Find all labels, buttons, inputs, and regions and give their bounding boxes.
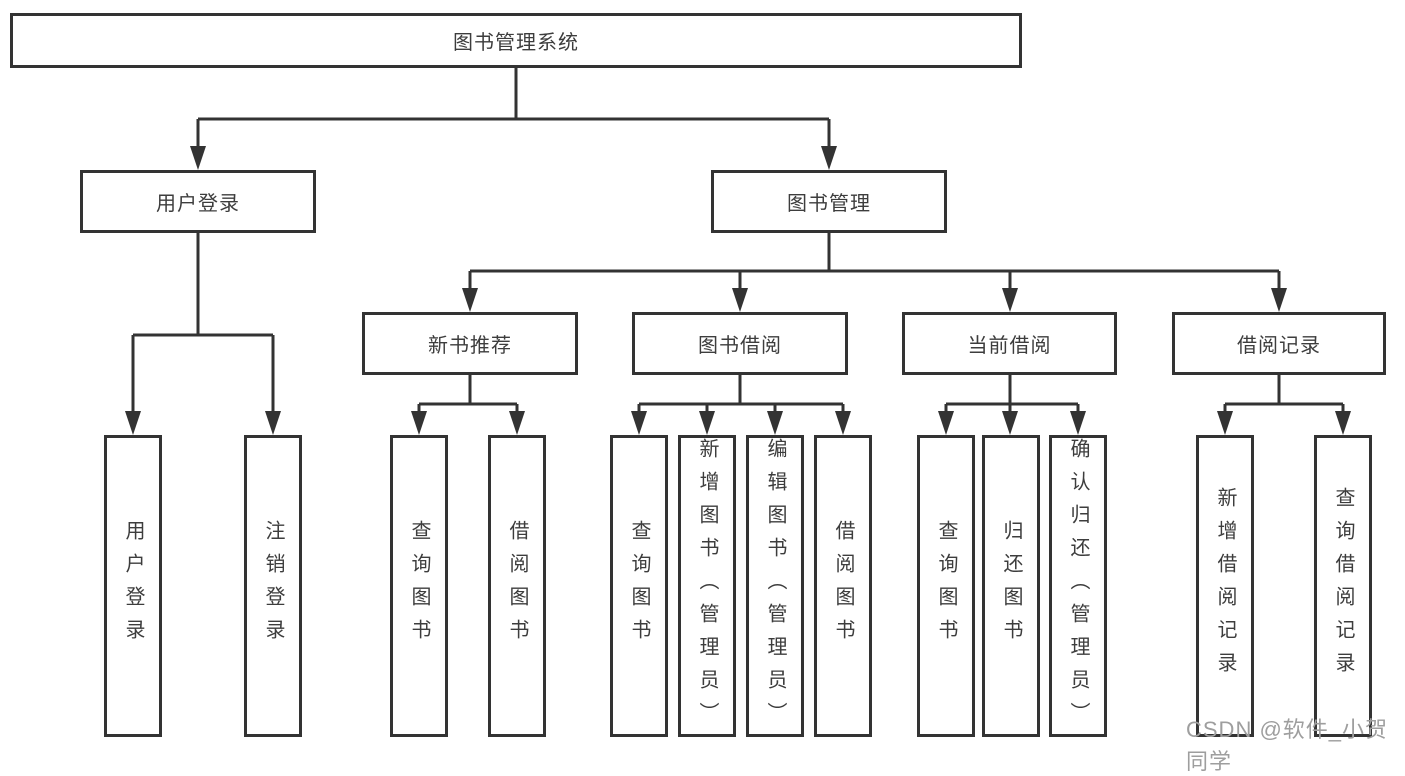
arrowhead-icon <box>1271 288 1287 312</box>
node-new-book-recommendation: 新书推荐 <box>362 312 578 375</box>
diagram-canvas: { "nodes": { "root": "图书管理系统", "user_log… <box>10 13 1388 774</box>
arrowhead-icon <box>835 411 851 435</box>
node-leaf-query-borrow-record: 查询借阅记录 <box>1314 435 1372 737</box>
node-leaf-add-borrow-record: 新增借阅记录 <box>1196 435 1254 737</box>
node-user-login: 用户登录 <box>80 170 316 233</box>
arrowheads <box>125 146 1351 435</box>
arrowhead-icon <box>938 411 954 435</box>
node-borrowing-records: 借阅记录 <box>1172 312 1386 375</box>
arrowhead-icon <box>767 411 783 435</box>
node-current-borrowing: 当前借阅 <box>902 312 1117 375</box>
node-leaf-logout: 注销登录 <box>244 435 302 737</box>
node-book-management: 图书管理 <box>711 170 947 233</box>
connector-lines <box>125 68 1351 435</box>
node-book-borrowing: 图书借阅 <box>632 312 848 375</box>
arrowhead-icon <box>821 146 837 170</box>
arrowhead-icon <box>1070 411 1086 435</box>
node-leaf-query-books-1: 查询图书 <box>390 435 448 737</box>
node-leaf-borrow-books-2: 借阅图书 <box>814 435 872 737</box>
arrowhead-icon <box>631 411 647 435</box>
node-leaf-return-books: 归还图书 <box>982 435 1040 737</box>
node-root: 图书管理系统 <box>10 13 1022 68</box>
arrowhead-icon <box>411 411 427 435</box>
arrowhead-icon <box>125 411 141 435</box>
arrowhead-icon <box>1217 411 1233 435</box>
arrowhead-icon <box>1335 411 1351 435</box>
arrowhead-icon <box>190 146 206 170</box>
watermark: CSDN @软件_小贺同学 <box>1186 717 1389 774</box>
arrowhead-icon <box>462 288 478 312</box>
node-leaf-user-login: 用户登录 <box>104 435 162 737</box>
arrowhead-icon <box>509 411 525 435</box>
connector-paths <box>131 68 1345 415</box>
node-leaf-query-books-2: 查询图书 <box>610 435 668 737</box>
node-leaf-query-books-3: 查询图书 <box>917 435 975 737</box>
node-leaf-add-books-admin: 新增图书（管理员） <box>678 435 736 737</box>
arrowhead-icon <box>699 411 715 435</box>
arrowhead-icon <box>1002 288 1018 312</box>
node-leaf-borrow-books-1: 借阅图书 <box>488 435 546 737</box>
arrowhead-icon <box>1002 411 1018 435</box>
arrowhead-icon <box>265 411 281 435</box>
arrowhead-icon <box>732 288 748 312</box>
node-leaf-edit-books-admin: 编辑图书（管理员） <box>746 435 804 737</box>
node-leaf-confirm-return-admin: 确认归还（管理员） <box>1049 435 1107 737</box>
